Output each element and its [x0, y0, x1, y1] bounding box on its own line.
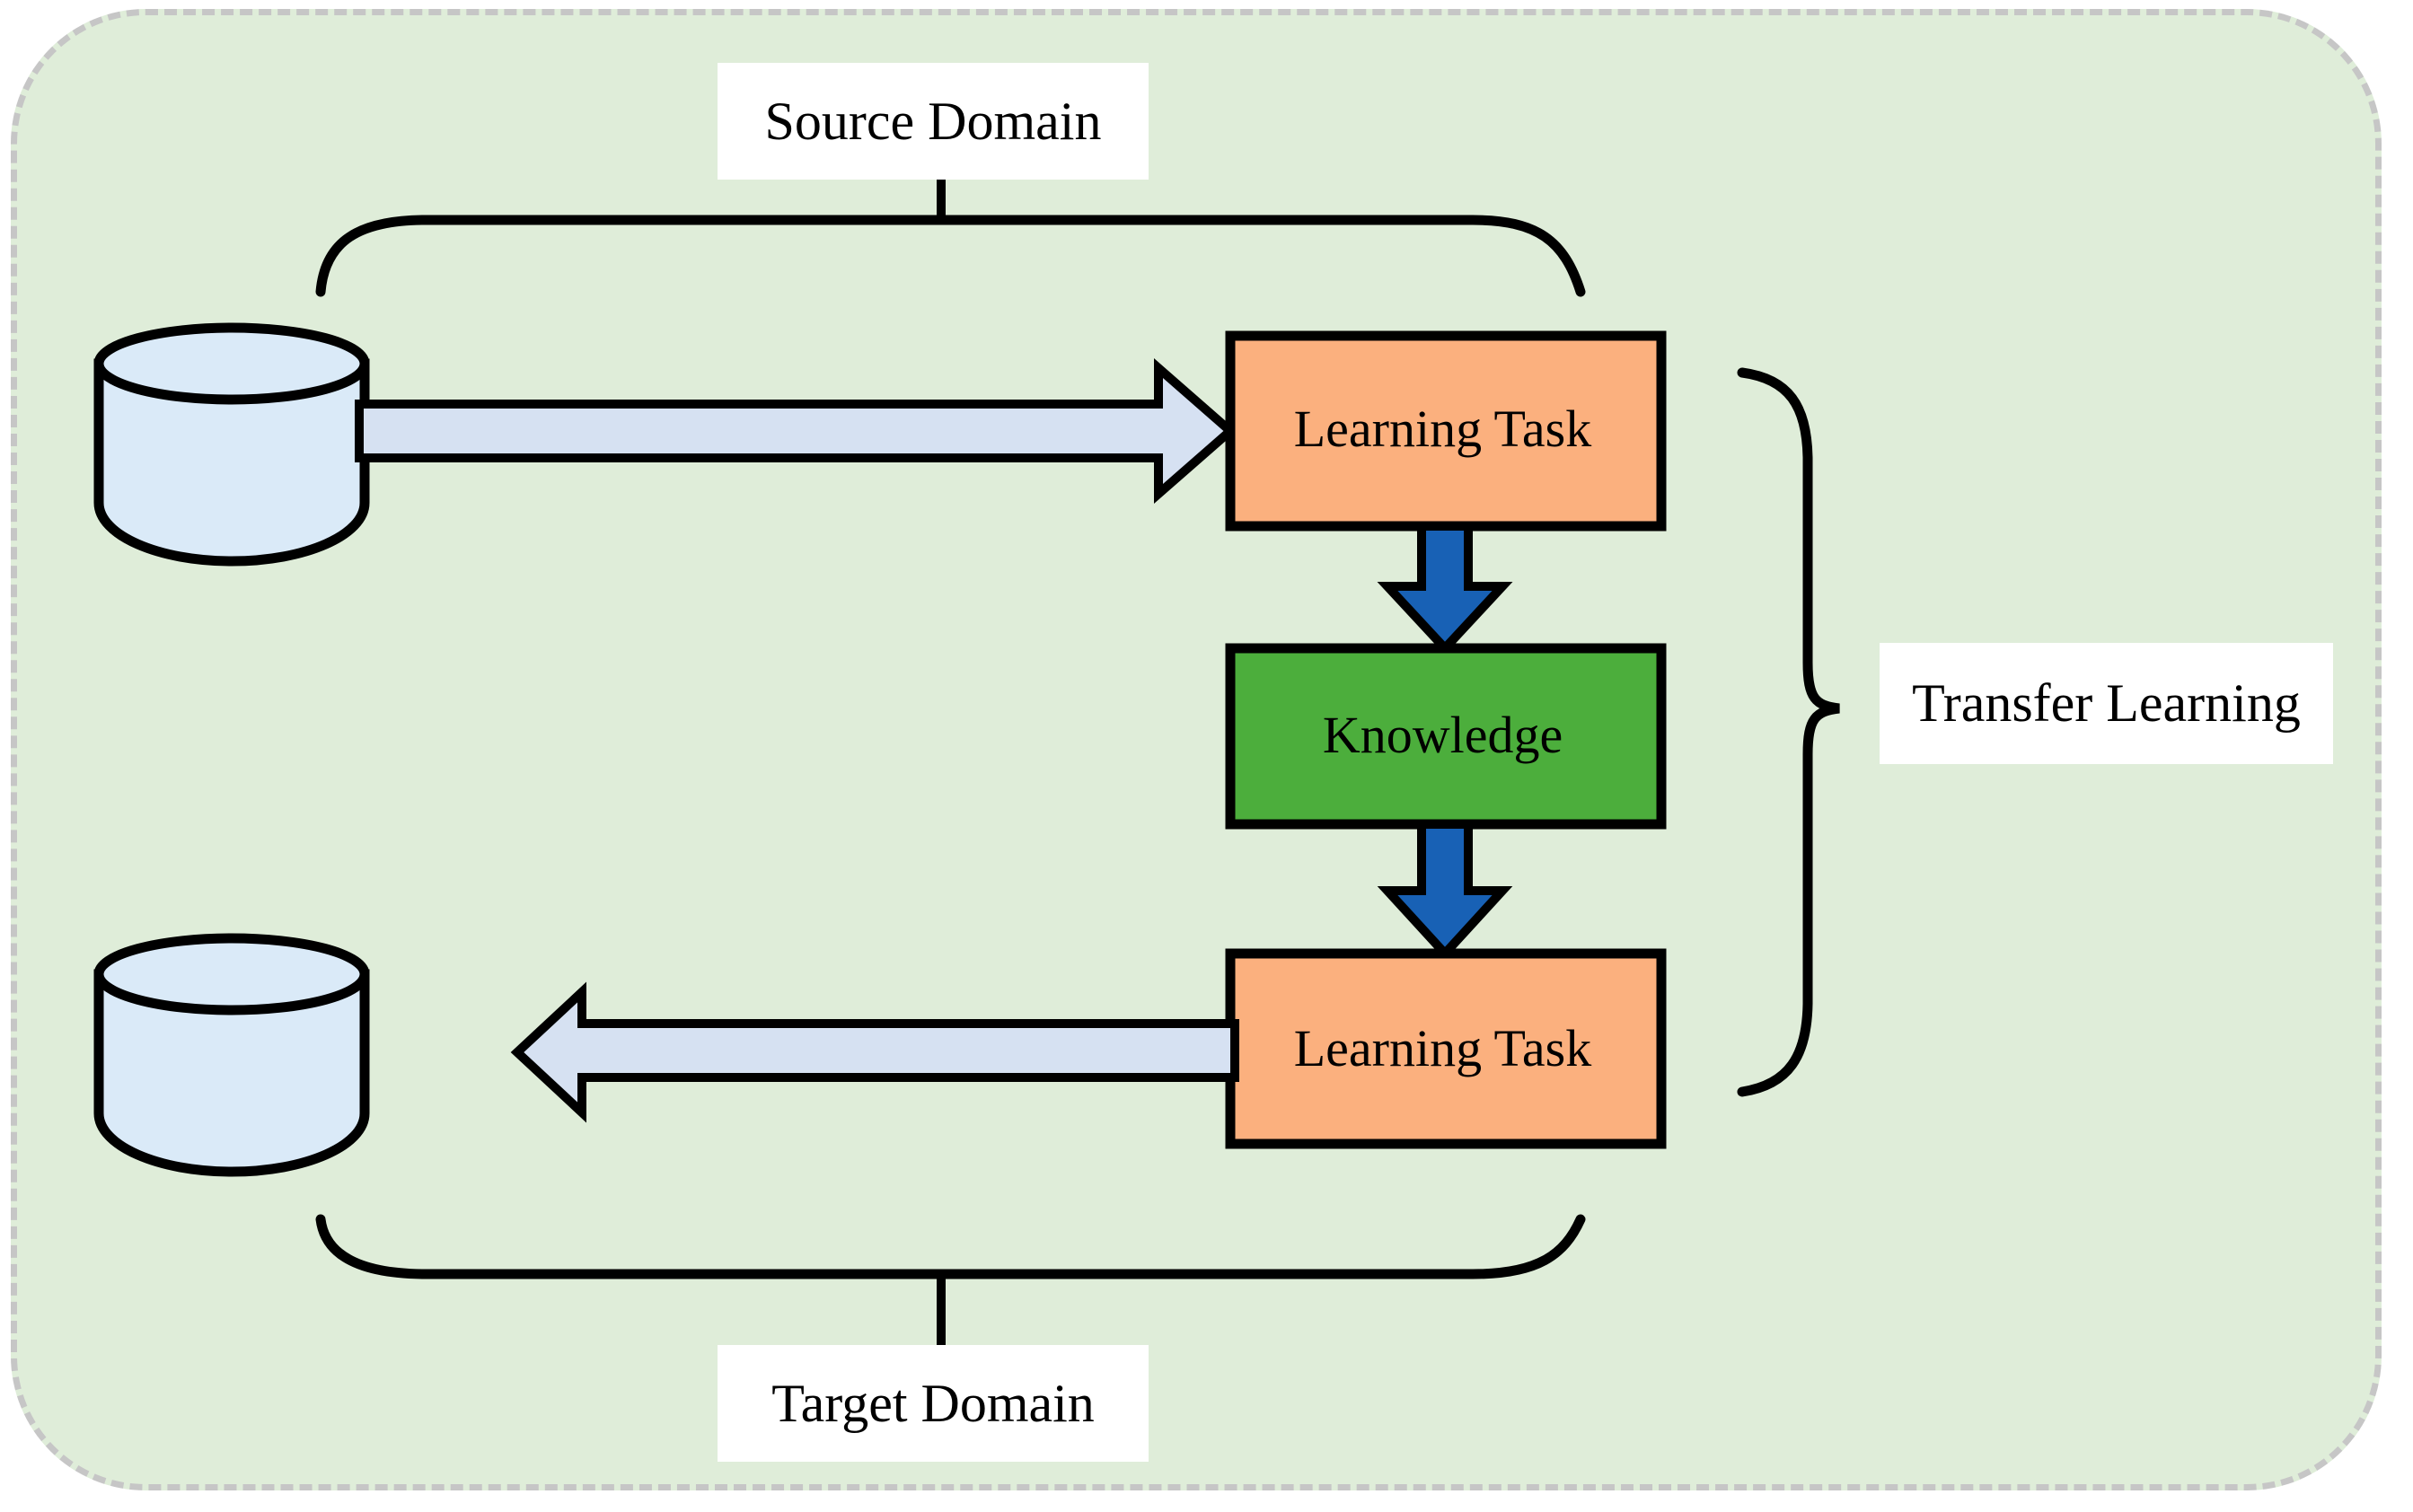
knowledge-to-task-arrow — [1377, 820, 1513, 961]
source-data-to-task-arrow — [355, 357, 1237, 505]
source-domain-label-text: Source Domain — [764, 91, 1102, 151]
source-domain-label: Source Domain — [718, 63, 1149, 180]
task-to-target-data-arrow — [510, 981, 1239, 1123]
target-domain-label-text: Target Domain — [771, 1373, 1095, 1433]
target-domain-label: Target Domain — [718, 1345, 1149, 1462]
learning-task-target-box — [1225, 948, 1667, 1149]
source-data-cylinder — [93, 322, 370, 567]
task-to-knowledge-arrow — [1377, 522, 1513, 655]
learning-task-source-box — [1225, 330, 1667, 532]
transfer-learning-label-text: Transfer Learning — [1912, 673, 2301, 733]
knowledge-box — [1225, 643, 1667, 830]
source-domain-brace — [315, 166, 1586, 297]
target-data-cylinder — [93, 933, 370, 1177]
transfer-learning-label: Transfer Learning — [1880, 643, 2333, 764]
target-domain-brace — [315, 1214, 1586, 1345]
transfer-learning-brace — [1737, 367, 1840, 1097]
